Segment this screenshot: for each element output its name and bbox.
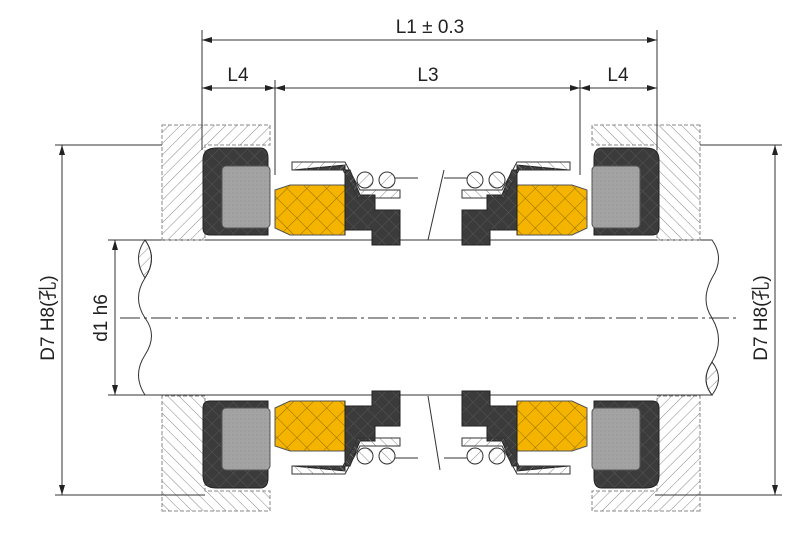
dimension-lines <box>55 30 782 496</box>
seal-left-lower <box>161 390 419 512</box>
seal-right-lower <box>443 390 701 512</box>
shaft <box>120 239 740 396</box>
dim-d7-right: D7 H8(孔) <box>750 275 772 361</box>
dim-l3: L3 <box>417 65 438 86</box>
dim-l4-right: L4 <box>607 65 629 86</box>
dim-d7-left: D7 H8(孔) <box>37 275 59 361</box>
dim-l4-left: L4 <box>227 65 249 86</box>
seal-right-upper <box>443 124 701 246</box>
dim-d1: d1 h6 <box>91 294 112 342</box>
seal-left-upper <box>161 124 419 246</box>
dim-l1: L1 ± 0.3 <box>396 17 465 38</box>
